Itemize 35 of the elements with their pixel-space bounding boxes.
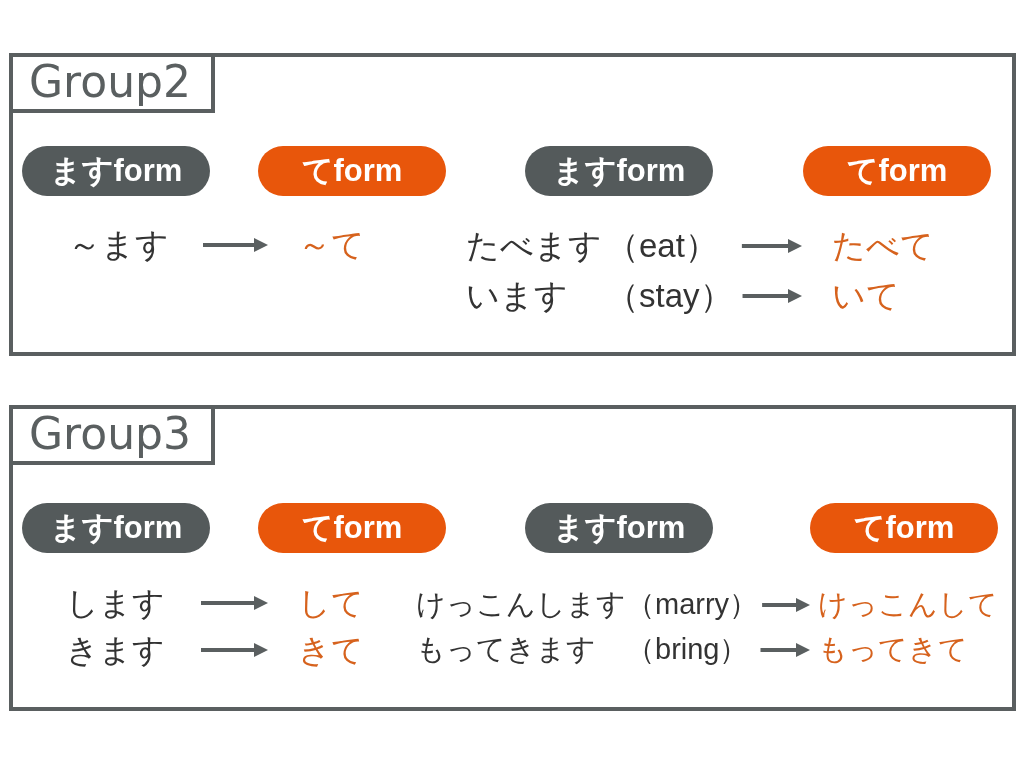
verb-text: います: [466, 277, 569, 315]
form-tag: てform: [258, 503, 446, 553]
form-tag: ますform: [525, 503, 713, 553]
arrow: [742, 289, 802, 303]
group-panel: [9, 53, 1016, 356]
te-form-verb-text: いて: [832, 277, 900, 315]
meaning-text: （eat）: [606, 227, 718, 265]
verb-text: きます: [66, 631, 165, 669]
verb-text: もってきます: [416, 633, 597, 667]
arrow: [201, 596, 268, 610]
te-form-verb-text: もってきて: [818, 633, 968, 667]
arrow: [203, 238, 268, 252]
verb-text: たべます: [466, 227, 603, 265]
te-form-verb-text: きて: [298, 631, 364, 669]
arrow: [762, 598, 810, 612]
form-tag: ますform: [22, 146, 210, 196]
group-panel: [9, 405, 1016, 711]
arrow: [760, 643, 810, 657]
verb-text: けっこんします: [416, 588, 626, 622]
form-tag: てform: [258, 146, 446, 196]
meaning-text: （bring）: [626, 633, 749, 667]
arrow: [201, 643, 268, 657]
form-tag: てform: [810, 503, 998, 553]
verb-text: ～ます: [68, 226, 169, 264]
meaning-text: （stay）: [606, 277, 733, 315]
arrow: [741, 239, 802, 253]
te-form-verb-text: たべて: [832, 227, 934, 265]
verb-text: します: [66, 584, 165, 622]
te-form-verb-text: ～て: [298, 226, 365, 264]
form-tag: ますform: [525, 146, 713, 196]
te-form-verb-text: けっこんして: [818, 588, 998, 622]
te-form-verb-text: して: [298, 584, 364, 622]
form-tag: ますform: [22, 503, 210, 553]
meaning-text: （marry）: [626, 588, 759, 622]
form-tag: てform: [803, 146, 991, 196]
